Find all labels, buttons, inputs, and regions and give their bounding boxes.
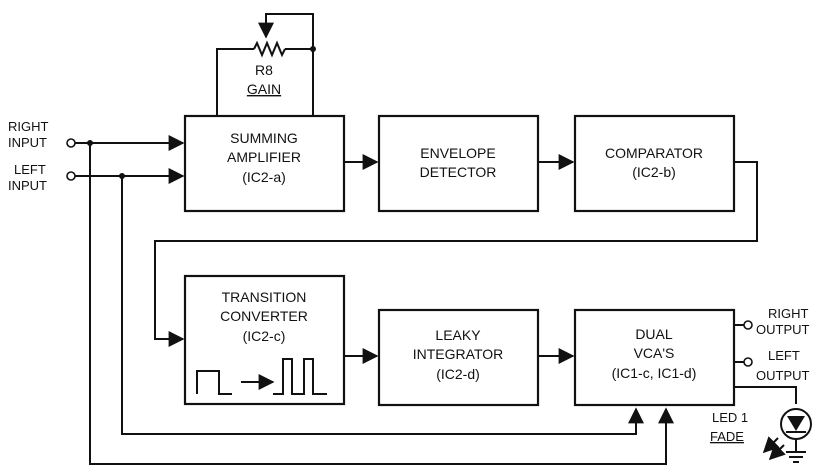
comparator-line1: COMPARATOR — [605, 145, 703, 161]
led-ref: LED 1 — [712, 410, 748, 425]
comparator-to-transition-wire — [154, 161, 758, 347]
light-ray-1-icon — [762, 436, 780, 454]
summing-line3: (IC2-a) — [242, 169, 286, 185]
right-output-terminal — [743, 320, 753, 330]
left-input: LEFT INPUT — [8, 162, 76, 193]
gain-potentiometer: R8 GAIN — [216, 13, 316, 116]
led-fade: LED 1 FADE — [710, 386, 812, 463]
comparator-block: COMPARATOR (IC2-b) — [573, 114, 736, 213]
right-input: RIGHT INPUT — [8, 119, 76, 150]
left-output-label-2: OUTPUT — [756, 368, 810, 383]
transition-converter-block: TRANSITION CONVERTER (IC2-c) — [183, 274, 346, 406]
pot-wire-left — [216, 48, 254, 116]
transition-line1: TRANSITION — [222, 289, 307, 305]
pulse-train-out-icon — [273, 358, 327, 395]
summing-line2: AMPLIFIER — [227, 149, 301, 165]
led-name: FADE — [710, 429, 744, 444]
pot-wiper-wire — [258, 13, 314, 49]
left-output-label-1: LEFT — [768, 348, 800, 363]
right-output-label-1: RIGHT — [768, 306, 809, 321]
summing-amplifier-block: SUMMING AMPLIFIER (IC2-a) — [183, 114, 346, 213]
led-diode-triangle-icon — [787, 416, 805, 431]
pot-name: GAIN — [247, 81, 281, 97]
right-input-label-2: INPUT — [8, 135, 47, 150]
leaky-integrator-block: LEAKY INTEGRATOR (IC2-d) — [377, 308, 540, 407]
left-input-terminal — [66, 171, 76, 181]
right-input-label-1: RIGHT — [8, 119, 49, 134]
dual-vca-block: DUAL VCA'S (IC1-c, IC1-d) — [573, 308, 736, 407]
transition-line3: (IC2-c) — [243, 328, 286, 344]
light-ray-2-icon — [768, 443, 786, 461]
vca-line1: DUAL — [635, 326, 673, 342]
right-input-terminal — [66, 138, 76, 148]
leaky-line3: (IC2-d) — [436, 366, 480, 382]
envelope-detector-block: ENVELOPE DETECTOR — [377, 114, 540, 213]
envelope-line1: ENVELOPE — [420, 145, 495, 161]
left-input-label-2: INPUT — [8, 178, 47, 193]
led-anode-wire — [734, 386, 797, 404]
ground-icon — [786, 451, 806, 463]
summing-line1: SUMMING — [230, 130, 298, 146]
comparator-line2: (IC2-b) — [632, 164, 676, 180]
left-output-terminal — [743, 357, 753, 367]
transition-line2: CONVERTER — [220, 308, 308, 324]
right-output-label-2: OUTPUT — [756, 322, 810, 337]
square-wave-in-icon — [196, 370, 232, 395]
leaky-line1: LEAKY — [435, 327, 481, 343]
vca-line2: VCA'S — [634, 345, 675, 361]
resistor-zigzag-icon — [253, 40, 286, 58]
vca-line3: (IC1-c, IC1-d) — [612, 365, 697, 381]
envelope-line2: DETECTOR — [420, 164, 497, 180]
left-bypass-wire — [121, 176, 644, 435]
pot-wire-right — [285, 48, 314, 116]
pot-ref: R8 — [255, 62, 273, 78]
right-bypass-wire — [89, 143, 674, 465]
leaky-line2: INTEGRATOR — [413, 346, 504, 362]
left-input-label-1: LEFT — [14, 162, 46, 177]
